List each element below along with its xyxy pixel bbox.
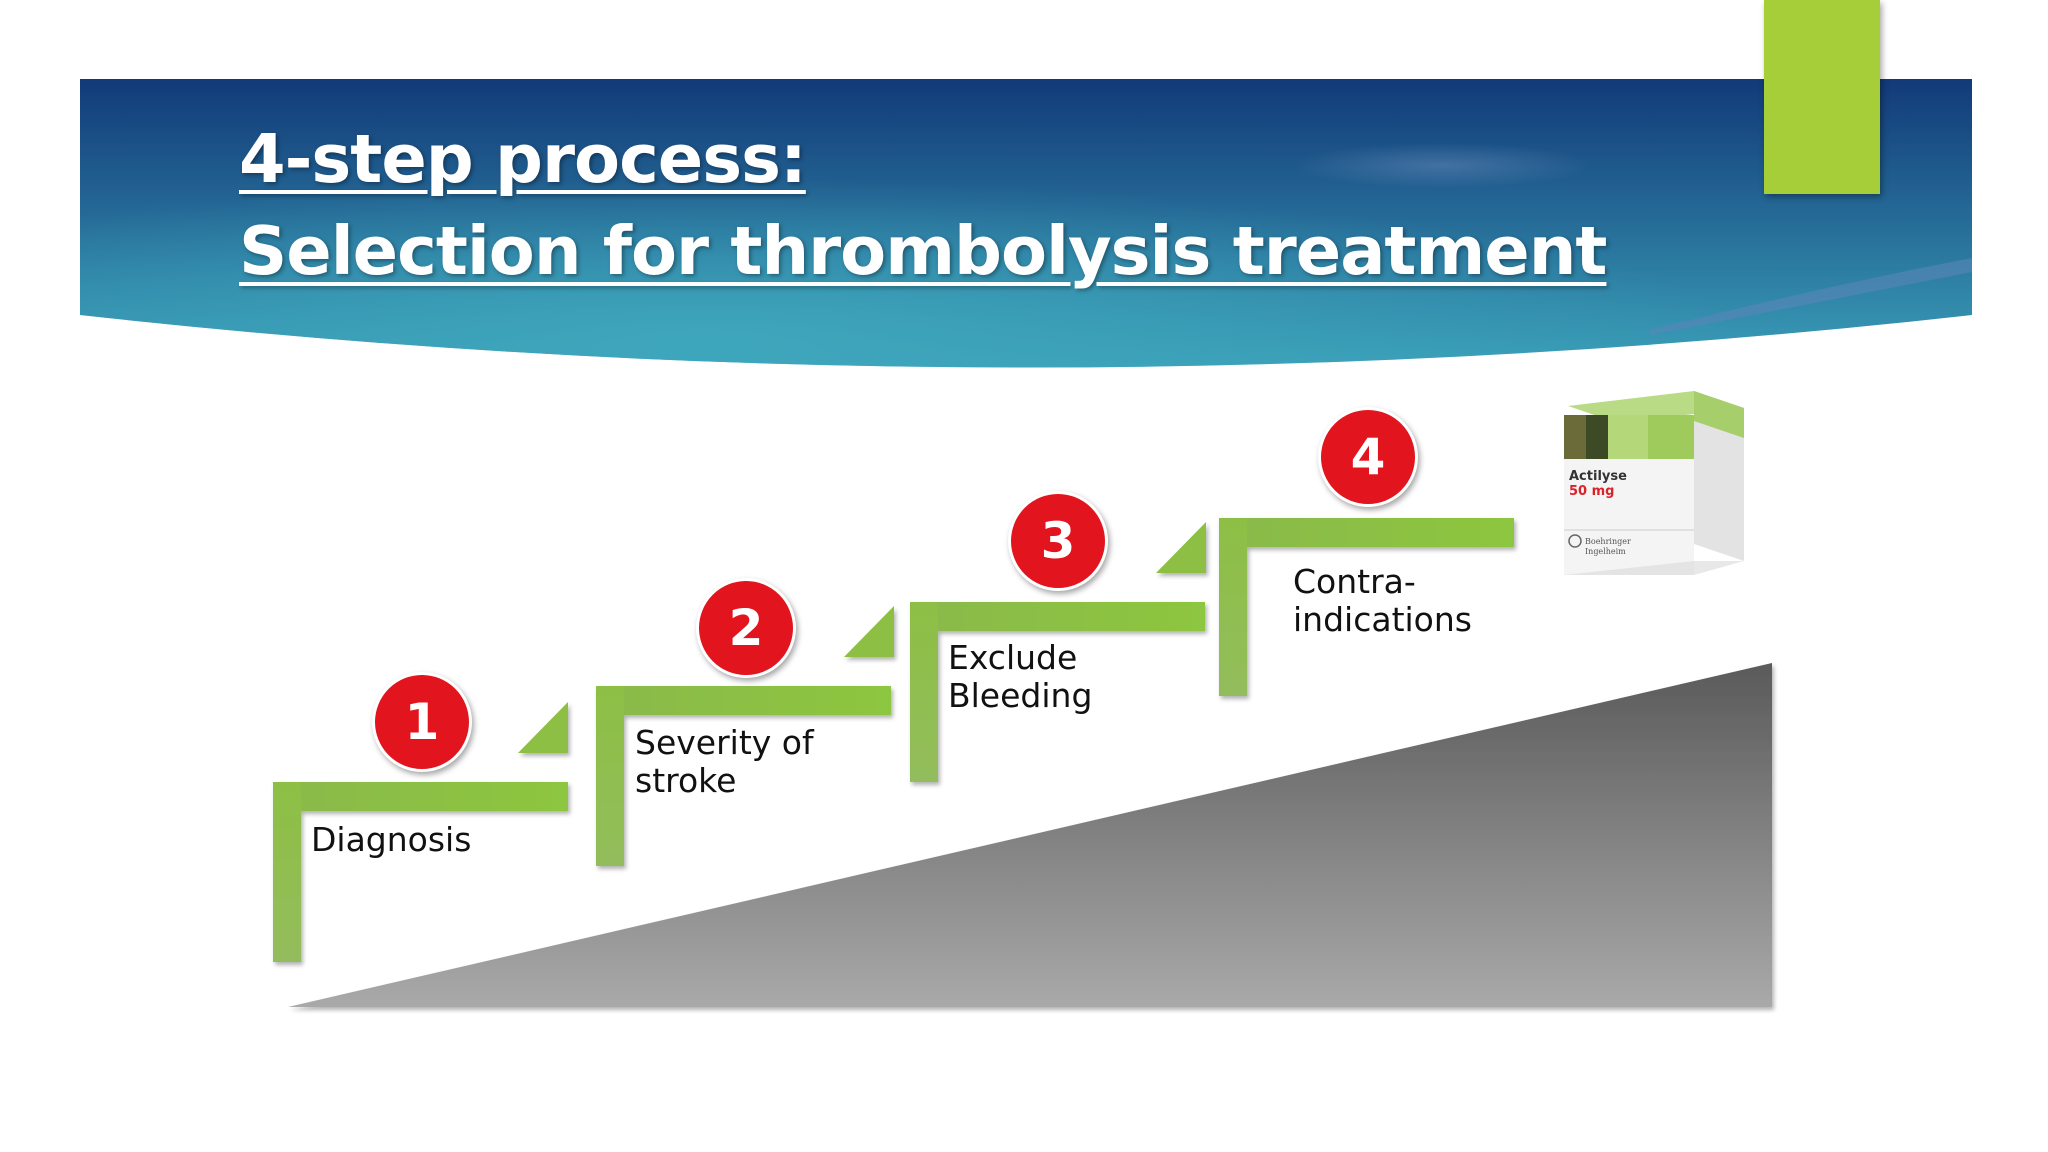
title-banner [80, 79, 1972, 368]
step-2-bracket [596, 606, 894, 866]
step-badge-3: 3 [1008, 491, 1108, 591]
step-label-1-line-1: Diagnosis [311, 820, 472, 859]
incline-ramp [288, 663, 1772, 1007]
step-label-3-line-1: Exclude [948, 638, 1078, 677]
product-brand: Actilyse [1569, 469, 1627, 484]
step-badge-1: 1 [372, 672, 472, 772]
actilyse-box-image [1564, 391, 1744, 575]
accent-tab [1764, 0, 1880, 194]
step-label-2: Severity of stroke [635, 724, 814, 800]
product-dose: 50 mg [1569, 484, 1615, 499]
step-3-bracket [910, 522, 1206, 782]
step-label-2-line-1: Severity of [635, 723, 814, 762]
step-label-4: Contra- indications [1293, 563, 1472, 639]
product-maker-line-2: Ingelheim [1585, 547, 1626, 556]
slide-title-line-1: 4-step process: [239, 120, 807, 198]
step-1-bracket [273, 702, 568, 962]
product-maker: Boehringer Ingelheim [1585, 537, 1631, 557]
step-4-bracket [1219, 518, 1514, 696]
step-label-2-line-2: stroke [635, 761, 737, 800]
step-label-4-line-2: indications [1293, 600, 1472, 639]
step-badge-4: 4 [1318, 407, 1418, 507]
step-badge-2: 2 [696, 578, 796, 678]
step-label-4-line-1: Contra- [1293, 562, 1416, 601]
step-label-3-line-2: Bleeding [948, 676, 1093, 715]
slide-title-line-2: Selection for thrombolysis treatment [239, 212, 1607, 290]
product-maker-line-1: Boehringer [1585, 537, 1631, 546]
step-label-1: Diagnosis [311, 821, 471, 859]
step-label-3: Exclude Bleeding [948, 639, 1092, 715]
